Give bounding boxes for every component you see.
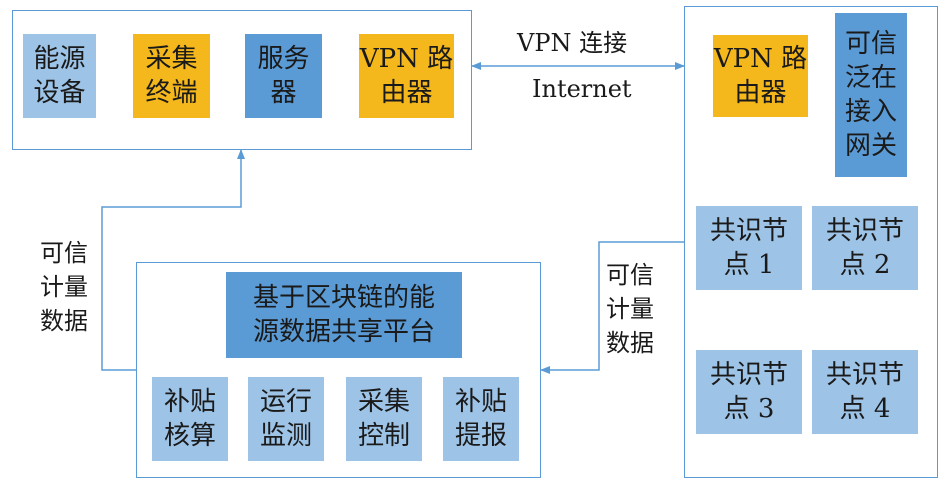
module-subsidy-reporting: 补贴 提报 [443,377,519,461]
right-trusted-data-label: 可信 计量 数据 [606,261,654,357]
consensus-node-1: 共识节 点 1 [696,206,802,290]
consensus-node-4: 共识节 点 4 [812,350,918,434]
vpn-connection-label: VPN 连接 [517,29,628,57]
consensus-node-2: 共识节 点 2 [812,206,918,290]
module-collection-control: 采集 控制 [346,377,422,461]
module-subsidy-accounting: 补贴 核算 [152,377,228,461]
module-operation-monitoring: 运行 监测 [248,377,324,461]
vpn-router-box-right: VPN 路 由器 [713,35,808,117]
arrow-right-data-path [540,241,684,374]
collection-terminal-box: 采集 终端 [133,34,210,118]
vpn-router-box-left: VPN 路 由器 [359,34,454,118]
trusted-gateway-box: 可信 泛在 接入 网关 [835,13,907,177]
consensus-node-3: 共识节 点 3 [696,350,802,434]
blockchain-platform-box: 基于区块链的能 源数据共享平台 [226,272,462,358]
server-box: 服务 器 [245,34,322,118]
energy-device-box: 能源 设备 [23,34,96,118]
left-trusted-data-label: 可信 计量 数据 [40,239,88,335]
arrow-left-data-path [101,149,245,371]
internet-label: Internet [532,75,632,103]
